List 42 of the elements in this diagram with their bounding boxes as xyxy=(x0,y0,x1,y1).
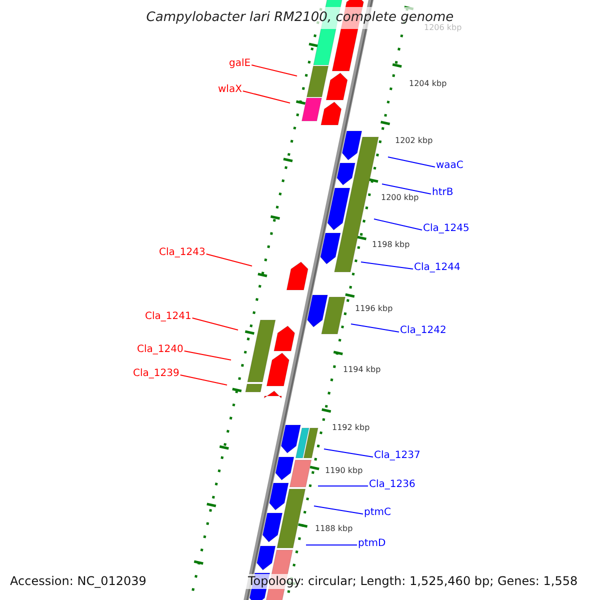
gene-label: Cla_1240 xyxy=(137,344,184,356)
leader-line xyxy=(324,448,374,458)
leader-line xyxy=(242,90,290,104)
leader-line xyxy=(388,156,436,168)
leader-line xyxy=(350,324,400,332)
scale-label: 1198 kbp xyxy=(372,240,410,250)
gene-label: ptmD xyxy=(358,538,386,550)
gene-label: htrB xyxy=(432,187,454,199)
gene-label: Cla_1243 xyxy=(159,247,206,259)
gene-label: galE xyxy=(229,58,251,70)
gene-label: Cla_1241 xyxy=(145,311,192,323)
leader-line xyxy=(180,374,228,386)
scale-label: 1192 kbp xyxy=(332,423,370,433)
leader-line xyxy=(184,350,232,360)
gene-label: waaC xyxy=(436,160,464,172)
gene-label: Cla_1237 xyxy=(374,450,420,462)
footer-text: Topology: circular; Length: 1,525,460 bp; Genes: 1,558 xyxy=(246,574,580,589)
gene-label: Cla_1239 xyxy=(133,368,180,380)
gene-label: Cla_1245 xyxy=(423,223,470,235)
leader-line xyxy=(206,254,252,266)
leader-line xyxy=(360,262,414,270)
scale-label: 1188 kbp xyxy=(315,524,353,534)
scale-label: 1202 kbp xyxy=(395,136,433,146)
leader-line xyxy=(306,544,358,546)
footer-text: Accession: NC_012039 xyxy=(8,574,148,589)
scale-label: 1204 kbp xyxy=(409,79,447,89)
gene-label: Cla_1236 xyxy=(369,479,416,491)
gene-label: wlaX xyxy=(218,84,242,96)
leader-line xyxy=(314,506,364,514)
scale-label: 1194 kbp xyxy=(343,365,381,375)
scale-label: 1196 kbp xyxy=(355,304,393,314)
gene-label: Cla_1244 xyxy=(414,262,460,274)
gene-label: Cla_1242 xyxy=(400,325,446,337)
leader-line xyxy=(374,218,422,230)
gene-label: ptmC xyxy=(364,507,391,519)
scale-label: 1206 kbp xyxy=(424,23,462,33)
title: Campylobacter lari RM2100, complete genome xyxy=(145,9,454,25)
leader-line xyxy=(251,64,298,76)
scale-label: 1190 kbp xyxy=(325,466,363,476)
scale-label: 1200 kbp xyxy=(381,193,419,203)
leader-line xyxy=(192,318,238,330)
leader-line xyxy=(382,184,432,194)
